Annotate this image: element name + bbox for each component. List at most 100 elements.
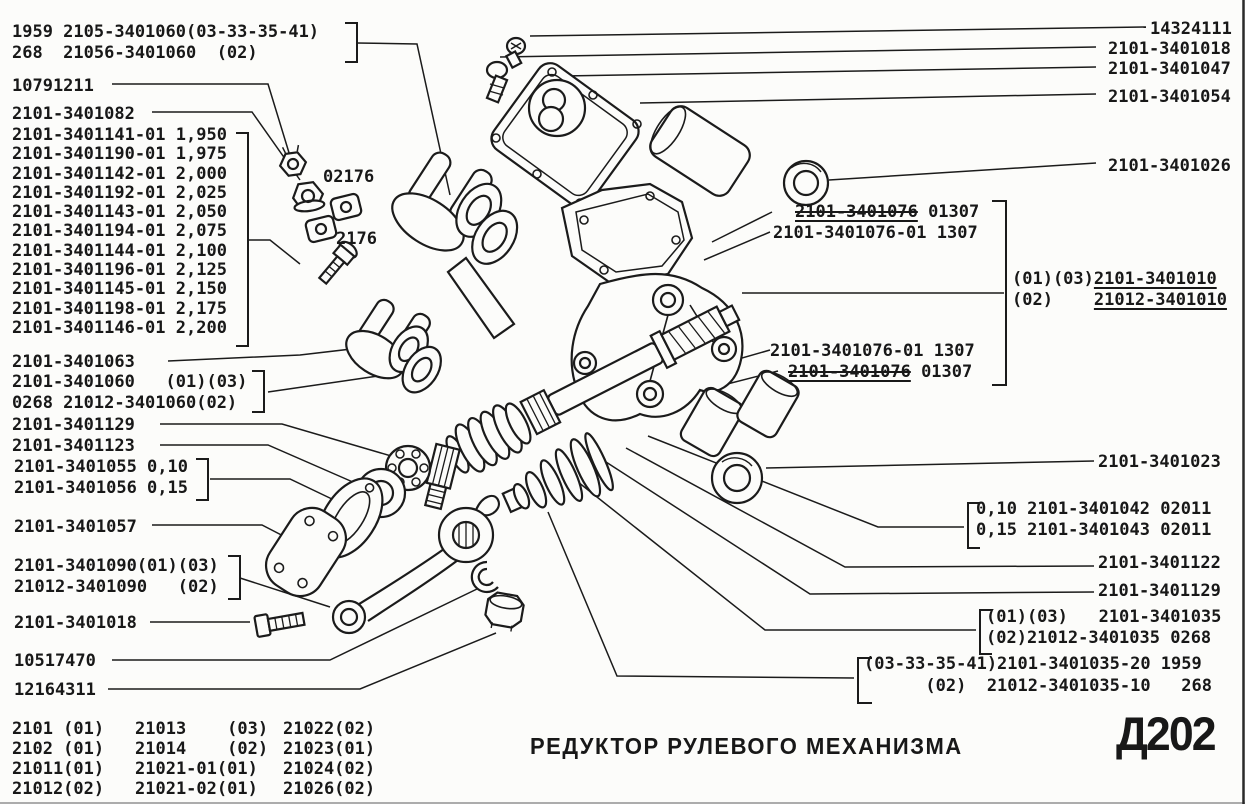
label-2101-3401035: (01)(03) 2101-3401035 bbox=[986, 607, 1222, 627]
variant-row: 2101-3401144-01 2,100 bbox=[12, 240, 227, 261]
label-2101-3401018-left: 2101-3401018 bbox=[14, 613, 137, 633]
page-title: РЕДУКТОР РУЛЕВОГО МЕХАНИЗМА bbox=[530, 733, 963, 760]
input-shaft-seal bbox=[782, 159, 830, 207]
sector-shaft-seal bbox=[710, 451, 764, 505]
parts bbox=[253, 36, 830, 638]
label-2101-3401055: 2101-3401055 0,10 bbox=[14, 457, 188, 477]
label-2101-3401056: 2101-3401056 0,15 bbox=[14, 478, 188, 498]
application-cell: 2102 (01) bbox=[12, 739, 105, 759]
label-14324111: 14324111 bbox=[1150, 19, 1232, 39]
variant-row: 2101-3401142-01 2,000 bbox=[12, 163, 227, 184]
lock-washer bbox=[470, 560, 499, 594]
square-washer-a bbox=[329, 192, 363, 222]
variant-row: 2101-3401146-01 2,200 bbox=[12, 317, 227, 338]
label-2176: 2176 bbox=[336, 229, 377, 249]
part-code-suffix: 01307 bbox=[910, 362, 973, 382]
lower-yoke bbox=[345, 298, 442, 394]
worm-gear-shaft bbox=[445, 304, 741, 474]
group-brackets bbox=[196, 22, 1007, 704]
label-12164311: 12164311 bbox=[14, 680, 96, 700]
label-21012-3401060: 0268 21012-3401060(02) bbox=[12, 393, 238, 413]
pitman-nut bbox=[484, 591, 525, 632]
pitman-arm bbox=[355, 548, 459, 622]
label-2101-3401047: 2101-3401047 bbox=[1108, 59, 1231, 79]
variant-row: 2101-3401196-01 2,125 bbox=[12, 260, 227, 281]
label-21056-3401060: 268 21056-3401060 (02) bbox=[12, 43, 258, 63]
application-cell: 21024(02) bbox=[283, 759, 376, 779]
coupling-bolt bbox=[317, 240, 358, 286]
worm-bushing bbox=[649, 105, 751, 197]
label-2101-3401035-20: (03-33-35-41)2101-3401035-20 1959 bbox=[864, 654, 1202, 674]
label-2101-3401023: 2101-3401023 bbox=[1098, 452, 1221, 472]
label-2101-3401082: 2101-3401082 bbox=[12, 104, 135, 124]
application-row: 21011(01)21021-01(01)21024(02) bbox=[12, 759, 432, 779]
shaft-bellows bbox=[501, 432, 614, 514]
variant-row: 2101-3401192-01 2,025 bbox=[12, 182, 227, 203]
label-2101-3401122: 2101-3401122 bbox=[1098, 553, 1221, 573]
label-2101-3401129-left: 2101-3401129 bbox=[12, 415, 135, 435]
label-10791211: 10791211 bbox=[12, 76, 94, 96]
variant-row: 2101-3401145-01 2,150 bbox=[12, 279, 227, 300]
label-10517470: 10517470 bbox=[14, 651, 96, 671]
cover-bolt bbox=[485, 60, 509, 104]
label-02176: 02176 bbox=[323, 167, 375, 187]
application-cell: 21013 (03) bbox=[135, 719, 269, 739]
part-code-suffix: 01307 bbox=[917, 202, 980, 222]
variant-row: 2101-3401198-01 2,175 bbox=[12, 298, 227, 319]
label-2105-3401060: 1959 2105-3401060(03-33-35-41) bbox=[12, 22, 320, 42]
label-2101-3401010: (01)(03)2101-3401010 bbox=[1012, 269, 1217, 289]
label-2101-3401054: 2101-3401054 bbox=[1108, 87, 1231, 107]
cover-screw bbox=[504, 36, 527, 70]
application-row: 2102 (01)21014 (02)21023(01) bbox=[12, 739, 432, 759]
mount-bushings bbox=[679, 369, 800, 505]
side-cover-bolt bbox=[253, 611, 306, 638]
model-application-table: 2101 (01)21013 (03)21022(02)2102 (01)210… bbox=[12, 719, 432, 799]
label-2101-3401063: 2101-3401063 bbox=[12, 352, 135, 372]
label-21012-3401090: 21012-3401090 (02) bbox=[14, 577, 219, 597]
model-prefix: (01)(03) bbox=[1012, 269, 1094, 289]
application-cell: 21021-02(01) bbox=[135, 779, 258, 799]
label-2101-3401018-right: 2101-3401018 bbox=[1108, 39, 1231, 59]
label-2101-3401076-01-b: 2101-3401076-01 1307 bbox=[770, 341, 975, 361]
label-2101-3401060: 2101-3401060 (01)(03) bbox=[12, 372, 248, 392]
page-code: Д202 bbox=[1116, 707, 1217, 760]
label-2101-3401042: 0,10 2101-3401042 02011 bbox=[976, 499, 1212, 519]
label-21012-3401010: (02) 21012-3401010 bbox=[1012, 290, 1227, 310]
sector-shaft bbox=[264, 442, 461, 598]
fastener-set-left bbox=[278, 144, 363, 286]
label-2101-3401026: 2101-3401026 bbox=[1108, 156, 1231, 176]
superseded-part-number: 2101-3401076 bbox=[795, 202, 918, 222]
label-2101-3401123: 2101-3401123 bbox=[12, 436, 135, 456]
application-row: 21012(02) 21021-02(01) 21026(02) bbox=[12, 779, 432, 799]
superseded-part-number: 2101-3401076 bbox=[788, 362, 911, 382]
label-2101-3401076-superseded-1: 2101-3401076 01307 bbox=[795, 202, 979, 222]
label-2101-3401043: 0,15 2101-3401043 02011 bbox=[976, 520, 1212, 540]
variant-row: 2101-3401190-01 1,975 bbox=[12, 144, 227, 165]
top-cover bbox=[490, 62, 642, 208]
part-number-underlined: 21012-3401010 bbox=[1093, 290, 1227, 310]
pitman-arm-group bbox=[331, 494, 525, 635]
application-cell: 21022(02) bbox=[283, 719, 376, 739]
application-cell: 21023(01) bbox=[283, 739, 376, 759]
label-2101-3401090: 2101-3401090(01)(03) bbox=[14, 556, 219, 576]
label-2101-3401076-superseded-2: 2101-3401076 01307 bbox=[788, 362, 972, 382]
variant-row: 2101-3401143-01 2,050 bbox=[12, 202, 227, 223]
application-cell: 21021-01(01) bbox=[135, 759, 258, 779]
application-row: 2101 (01) 21013 (03) 21022(02) bbox=[12, 719, 432, 739]
application-cell: 2101 (01) bbox=[12, 719, 105, 739]
variant-row: 2101-3401194-01 2,075 bbox=[12, 221, 227, 242]
label-21012-3401035-10: (02) 21012-3401035-10 268 bbox=[864, 676, 1212, 696]
castellated-nut bbox=[278, 144, 308, 177]
steering-shaft bbox=[446, 256, 516, 340]
application-cell: 21012(02) bbox=[12, 779, 105, 799]
label-2101-3401076-01-a: 2101-3401076-01 1307 bbox=[773, 223, 978, 243]
label-2101-3401057: 2101-3401057 bbox=[14, 517, 137, 537]
label-2101-3401129-right: 2101-3401129 bbox=[1098, 581, 1221, 601]
upper-universal-joint bbox=[391, 151, 519, 265]
application-cell: 21026(02) bbox=[283, 779, 376, 799]
flange-nut bbox=[291, 180, 326, 213]
